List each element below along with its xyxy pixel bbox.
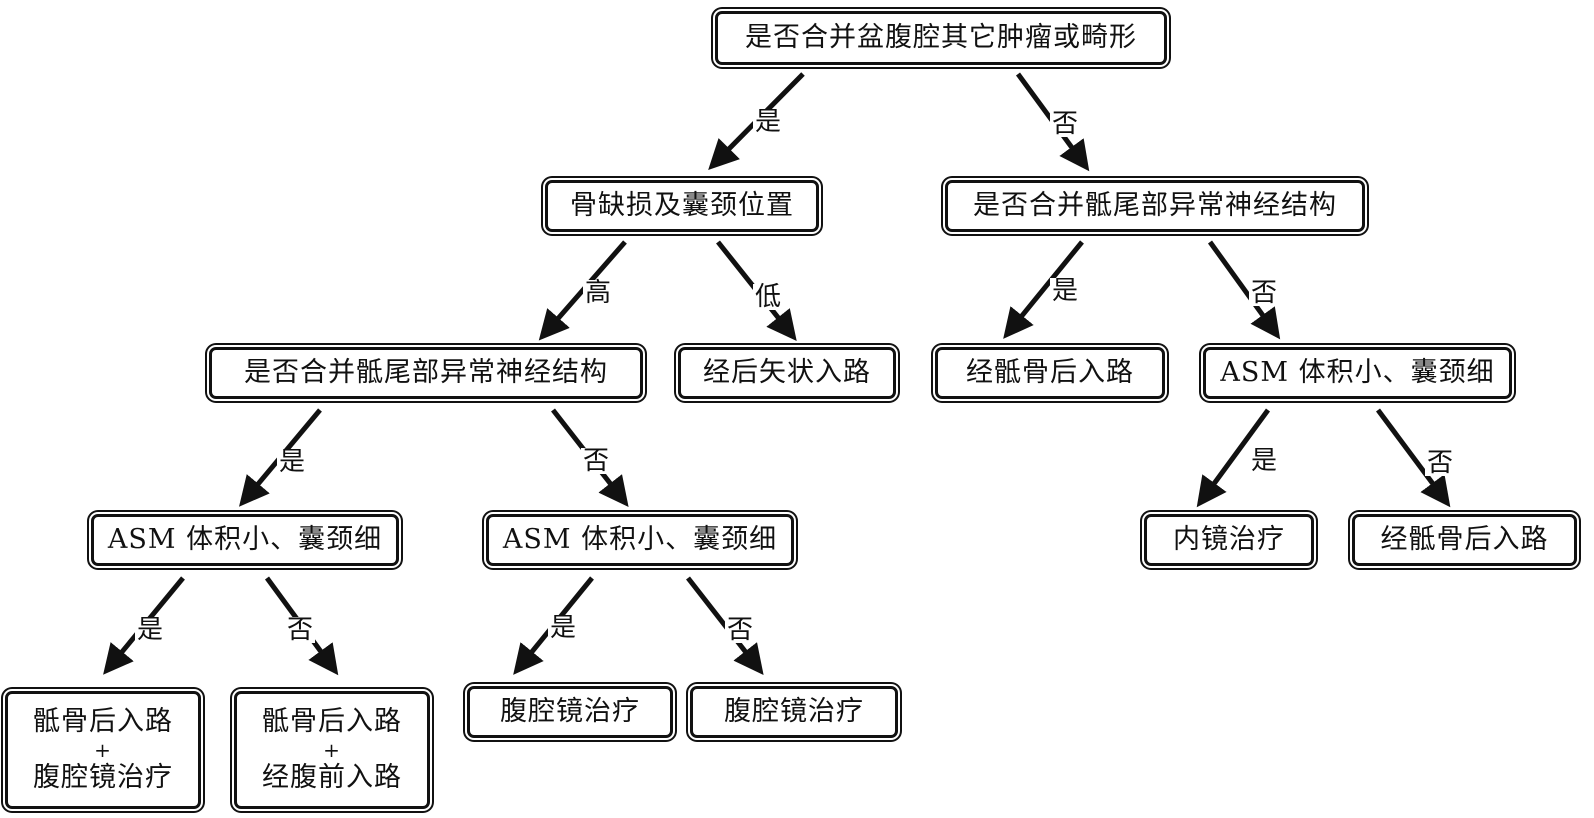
edge-label-no: 否	[1424, 448, 1456, 478]
node-asm-right: ASM 体积小、囊颈细	[1203, 347, 1512, 399]
edge-label-no: 否	[284, 615, 316, 645]
edge-label-high: 高	[582, 278, 614, 308]
edge-label-yes: 是	[1248, 446, 1280, 476]
edge-label-no: 否	[724, 615, 756, 645]
edge-label-yes: 是	[134, 615, 166, 645]
node-posterior-sagittal: 经后矢状入路	[678, 347, 896, 399]
node-sacrococcygeal-nerve-left: 是否合并骶尾部异常神经结构	[209, 347, 643, 399]
node-line-plus: +	[323, 738, 341, 762]
node-asm-middle: ASM 体积小、囊颈细	[486, 514, 794, 566]
node-line-plus: +	[94, 738, 112, 762]
edge-label-yes: 是	[752, 107, 784, 137]
edge-label-low: 低	[752, 282, 784, 312]
node-endoscopic: 内镜治疗	[1144, 514, 1314, 566]
node-laparoscopic-right: 腹腔镜治疗	[690, 686, 898, 738]
edge-label-yes: 是	[547, 613, 579, 643]
node-line-2: 经腹前入路	[262, 762, 402, 793]
edge-arrow	[1207, 240, 1281, 340]
edge-label-no: 否	[580, 446, 612, 476]
node-line-2: 腹腔镜治疗	[33, 762, 173, 793]
node-line-1: 骶骨后入路	[262, 706, 402, 738]
node-line-1: 骶骨后入路	[33, 706, 173, 738]
node-transsacral-far-right: 经骶骨后入路	[1352, 514, 1577, 566]
edge-label-no: 否	[1248, 278, 1280, 308]
edge-arrow	[1003, 240, 1084, 339]
node-sacral-plus-anterior: 骶骨后入路 + 经腹前入路	[234, 691, 430, 809]
node-laparoscopic-left: 腹腔镜治疗	[467, 686, 673, 738]
edge-arrow	[686, 576, 764, 676]
edge-arrow	[1015, 72, 1090, 172]
node-sacral-plus-laparoscopic: 骶骨后入路 + 腹腔镜治疗	[5, 691, 201, 809]
edge-label-yes: 是	[1049, 276, 1081, 306]
node-transsacral-right: 经骶骨后入路	[935, 347, 1165, 399]
edge-arrow	[1196, 408, 1271, 508]
edge-label-no: 否	[1049, 109, 1081, 139]
edge-arrow	[1375, 408, 1451, 508]
node-sacrococcygeal-nerve-right: 是否合并骶尾部异常神经结构	[945, 180, 1365, 232]
node-root: 是否合并盆腹腔其它肿瘤或畸形	[715, 11, 1167, 65]
node-asm-left: ASM 体积小、囊颈细	[91, 514, 399, 566]
node-bone-defect-position: 骨缺损及囊颈位置	[545, 180, 819, 232]
edge-label-yes: 是	[276, 447, 308, 477]
